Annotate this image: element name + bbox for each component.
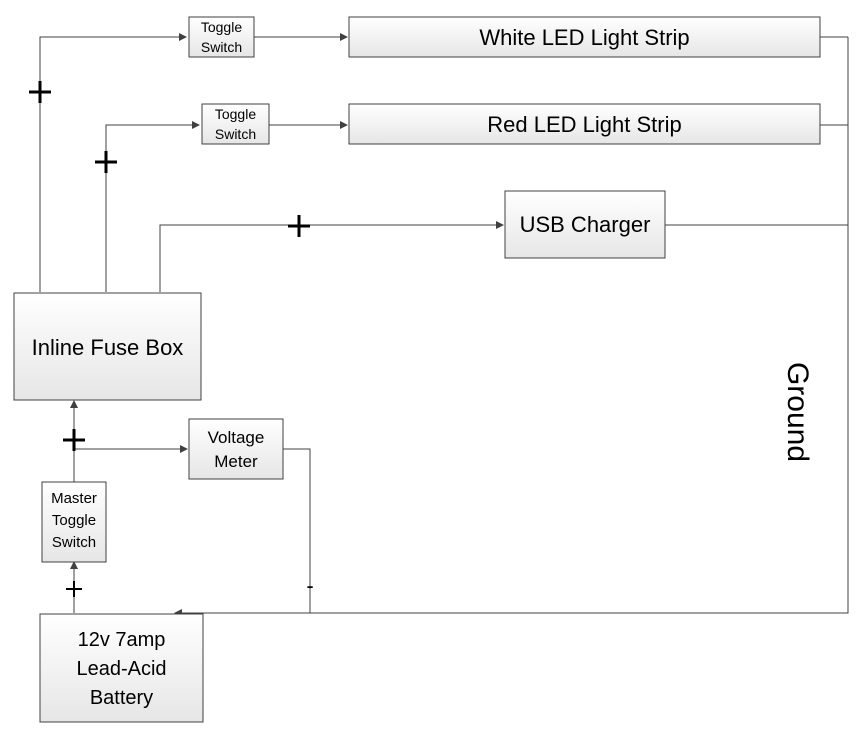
usb-charger: USB Charger bbox=[504, 190, 666, 259]
voltage-meter: Voltage Meter bbox=[188, 418, 284, 480]
wires bbox=[39, 33, 849, 617]
battery-label-3: Battery bbox=[90, 687, 153, 709]
wire-fuse-to-white-switch bbox=[39, 33, 187, 292]
red-led-strip: Red LED Light Strip bbox=[348, 103, 821, 145]
wire-meter-negative bbox=[283, 448, 311, 613]
master-switch-label-3: Switch bbox=[52, 534, 96, 551]
negative-sign: - bbox=[306, 573, 313, 598]
battery: 12v 7amp Lead-Acid Battery bbox=[39, 613, 204, 723]
battery-label-1: 12v 7amp bbox=[78, 629, 166, 651]
plus-sign-fuse-input bbox=[63, 429, 85, 451]
voltage-meter-label-2: Meter bbox=[214, 452, 258, 471]
wire-fuse-to-usb bbox=[159, 221, 504, 292]
master-switch-label-1: Master bbox=[51, 490, 97, 507]
wire-fuse-to-red-switch bbox=[105, 121, 200, 292]
voltage-meter-label-1: Voltage bbox=[208, 428, 265, 447]
plus-sign-usb bbox=[288, 215, 310, 237]
battery-label-2: Lead-Acid bbox=[76, 658, 166, 680]
red-switch-label-1: Toggle bbox=[215, 106, 256, 122]
master-toggle-switch: Master Toggle Switch bbox=[41, 481, 107, 563]
red-switch-label-2: Switch bbox=[215, 126, 256, 142]
plus-sign-red bbox=[95, 151, 117, 173]
white-led-strip: White LED Light Strip bbox=[348, 16, 821, 58]
polarity-signs bbox=[29, 81, 310, 597]
white-switch-label-2: Switch bbox=[201, 39, 242, 55]
wire-ground-return bbox=[174, 37, 849, 617]
fuse-box-label: Inline Fuse Box bbox=[32, 335, 184, 360]
plus-sign-battery bbox=[66, 581, 82, 597]
white-toggle-switch: Toggle Switch bbox=[188, 16, 255, 58]
red-led-strip-label: Red LED Light Strip bbox=[487, 112, 681, 137]
usb-charger-label: USB Charger bbox=[520, 212, 651, 237]
master-switch-label-2: Toggle bbox=[52, 512, 96, 529]
ground-label: Ground bbox=[781, 362, 814, 462]
plus-sign-white bbox=[29, 81, 51, 103]
inline-fuse-box: Inline Fuse Box bbox=[13, 292, 202, 401]
red-toggle-switch: Toggle Switch bbox=[201, 103, 270, 145]
white-led-strip-label: White LED Light Strip bbox=[479, 25, 689, 50]
white-switch-label-1: Toggle bbox=[201, 19, 242, 35]
